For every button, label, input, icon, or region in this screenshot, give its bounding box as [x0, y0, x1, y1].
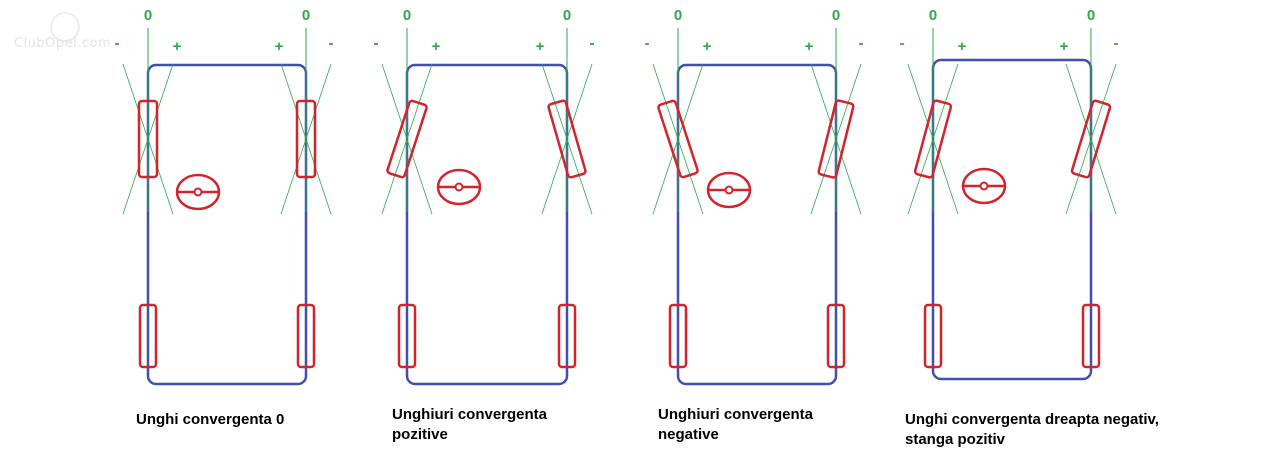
minus-label: - — [900, 35, 905, 52]
caption-line: Unghiuri convergenta — [392, 406, 548, 423]
minus-label: - — [859, 35, 864, 52]
caption-line: pozitive — [392, 426, 448, 443]
front-right-wheel — [547, 99, 587, 179]
guide-line — [122, 63, 174, 215]
front-right-wheel — [295, 99, 317, 179]
rear-left-wheel — [668, 303, 688, 369]
plus-label: + — [536, 38, 545, 55]
front-right-wheel — [817, 99, 855, 179]
minus-label: - — [645, 35, 650, 52]
plus-label: + — [958, 38, 967, 55]
minus-label: - — [329, 35, 334, 52]
front-right-assembly: 0 + - — [275, 7, 334, 215]
front-left-wheel — [913, 99, 953, 179]
car-body — [146, 63, 308, 386]
guide-line — [381, 63, 433, 215]
plus-label: + — [805, 38, 814, 55]
front-left-assembly: 0 - + — [115, 7, 182, 215]
plus-label: + — [432, 38, 441, 55]
plus-label: + — [173, 38, 182, 55]
panel-3-caption: Unghiuri convergenta negative — [658, 405, 813, 445]
car-body — [931, 58, 1093, 381]
zero-label: 0 — [674, 7, 682, 24]
plus-label: + — [1060, 38, 1069, 55]
plus-label: + — [703, 38, 712, 55]
watermark: ClubOpel.com — [14, 36, 112, 51]
caption-line: Unghi convergenta dreapta negativ, — [905, 411, 1159, 428]
front-left-assembly: 0 - + — [900, 7, 967, 215]
guide-line — [280, 63, 332, 215]
rear-left-wheel — [138, 303, 158, 369]
front-left-wheel — [137, 99, 159, 179]
front-right-assembly: 0 + - — [536, 7, 595, 215]
zero-label: 0 — [563, 7, 571, 24]
steering-wheel-icon — [436, 168, 482, 206]
zero-label: 0 — [403, 7, 411, 24]
minus-label: - — [374, 35, 379, 52]
zero-label: 0 — [929, 7, 937, 24]
zero-label: 0 — [144, 7, 152, 24]
guide-line — [810, 63, 862, 215]
panel-2-caption: Unghiuri convergenta pozitive — [392, 405, 547, 445]
minus-label: - — [590, 35, 595, 52]
front-left-assembly: 0 - + — [645, 7, 712, 215]
caption-line: stanga pozitiv — [905, 431, 1006, 448]
caption-line: Unghi convergenta 0 — [136, 411, 285, 428]
watermark-logo-icon — [50, 12, 80, 42]
rear-right-wheel — [826, 303, 846, 369]
zero-label: 0 — [302, 7, 310, 24]
plus-label: + — [275, 38, 284, 55]
front-right-assembly: 0 + - — [805, 7, 864, 215]
front-left-assembly: 0 - + — [374, 7, 441, 215]
panel-1: 0 - +0 + - — [115, 7, 334, 386]
guide-line — [907, 63, 959, 215]
car-body — [405, 63, 569, 386]
steering-wheel-icon — [706, 171, 752, 209]
front-right-wheel — [1070, 99, 1112, 179]
zero-label: 0 — [1087, 7, 1095, 24]
rear-left-wheel — [923, 303, 943, 369]
guide-line — [652, 63, 704, 215]
caption-line: Unghiuri convergenta — [658, 406, 814, 423]
caption-line: negative — [658, 426, 719, 443]
minus-label: - — [1114, 35, 1119, 52]
rear-right-wheel — [557, 303, 577, 369]
zero-label: 0 — [832, 7, 840, 24]
steering-wheel-icon — [961, 167, 1007, 205]
guide-line — [541, 63, 593, 215]
car-body — [676, 63, 838, 386]
front-right-assembly: 0 + - — [1060, 7, 1119, 215]
panel-1-caption: Unghi convergenta 0 — [136, 410, 284, 430]
rear-right-wheel — [296, 303, 316, 369]
panel-3: 0 - +0 + - — [645, 7, 864, 386]
panel-4: 0 - +0 + - — [900, 7, 1119, 381]
front-left-wheel — [657, 99, 699, 179]
panel-4-caption: Unghi convergenta dreapta negativ, stanga… — [905, 410, 1159, 450]
panel-2: 0 - +0 + - — [374, 7, 595, 386]
steering-wheel-icon — [175, 173, 221, 211]
rear-left-wheel — [397, 303, 417, 369]
minus-label: - — [115, 35, 120, 52]
guide-line — [1065, 63, 1117, 215]
front-left-wheel — [386, 99, 428, 179]
rear-right-wheel — [1081, 303, 1101, 369]
